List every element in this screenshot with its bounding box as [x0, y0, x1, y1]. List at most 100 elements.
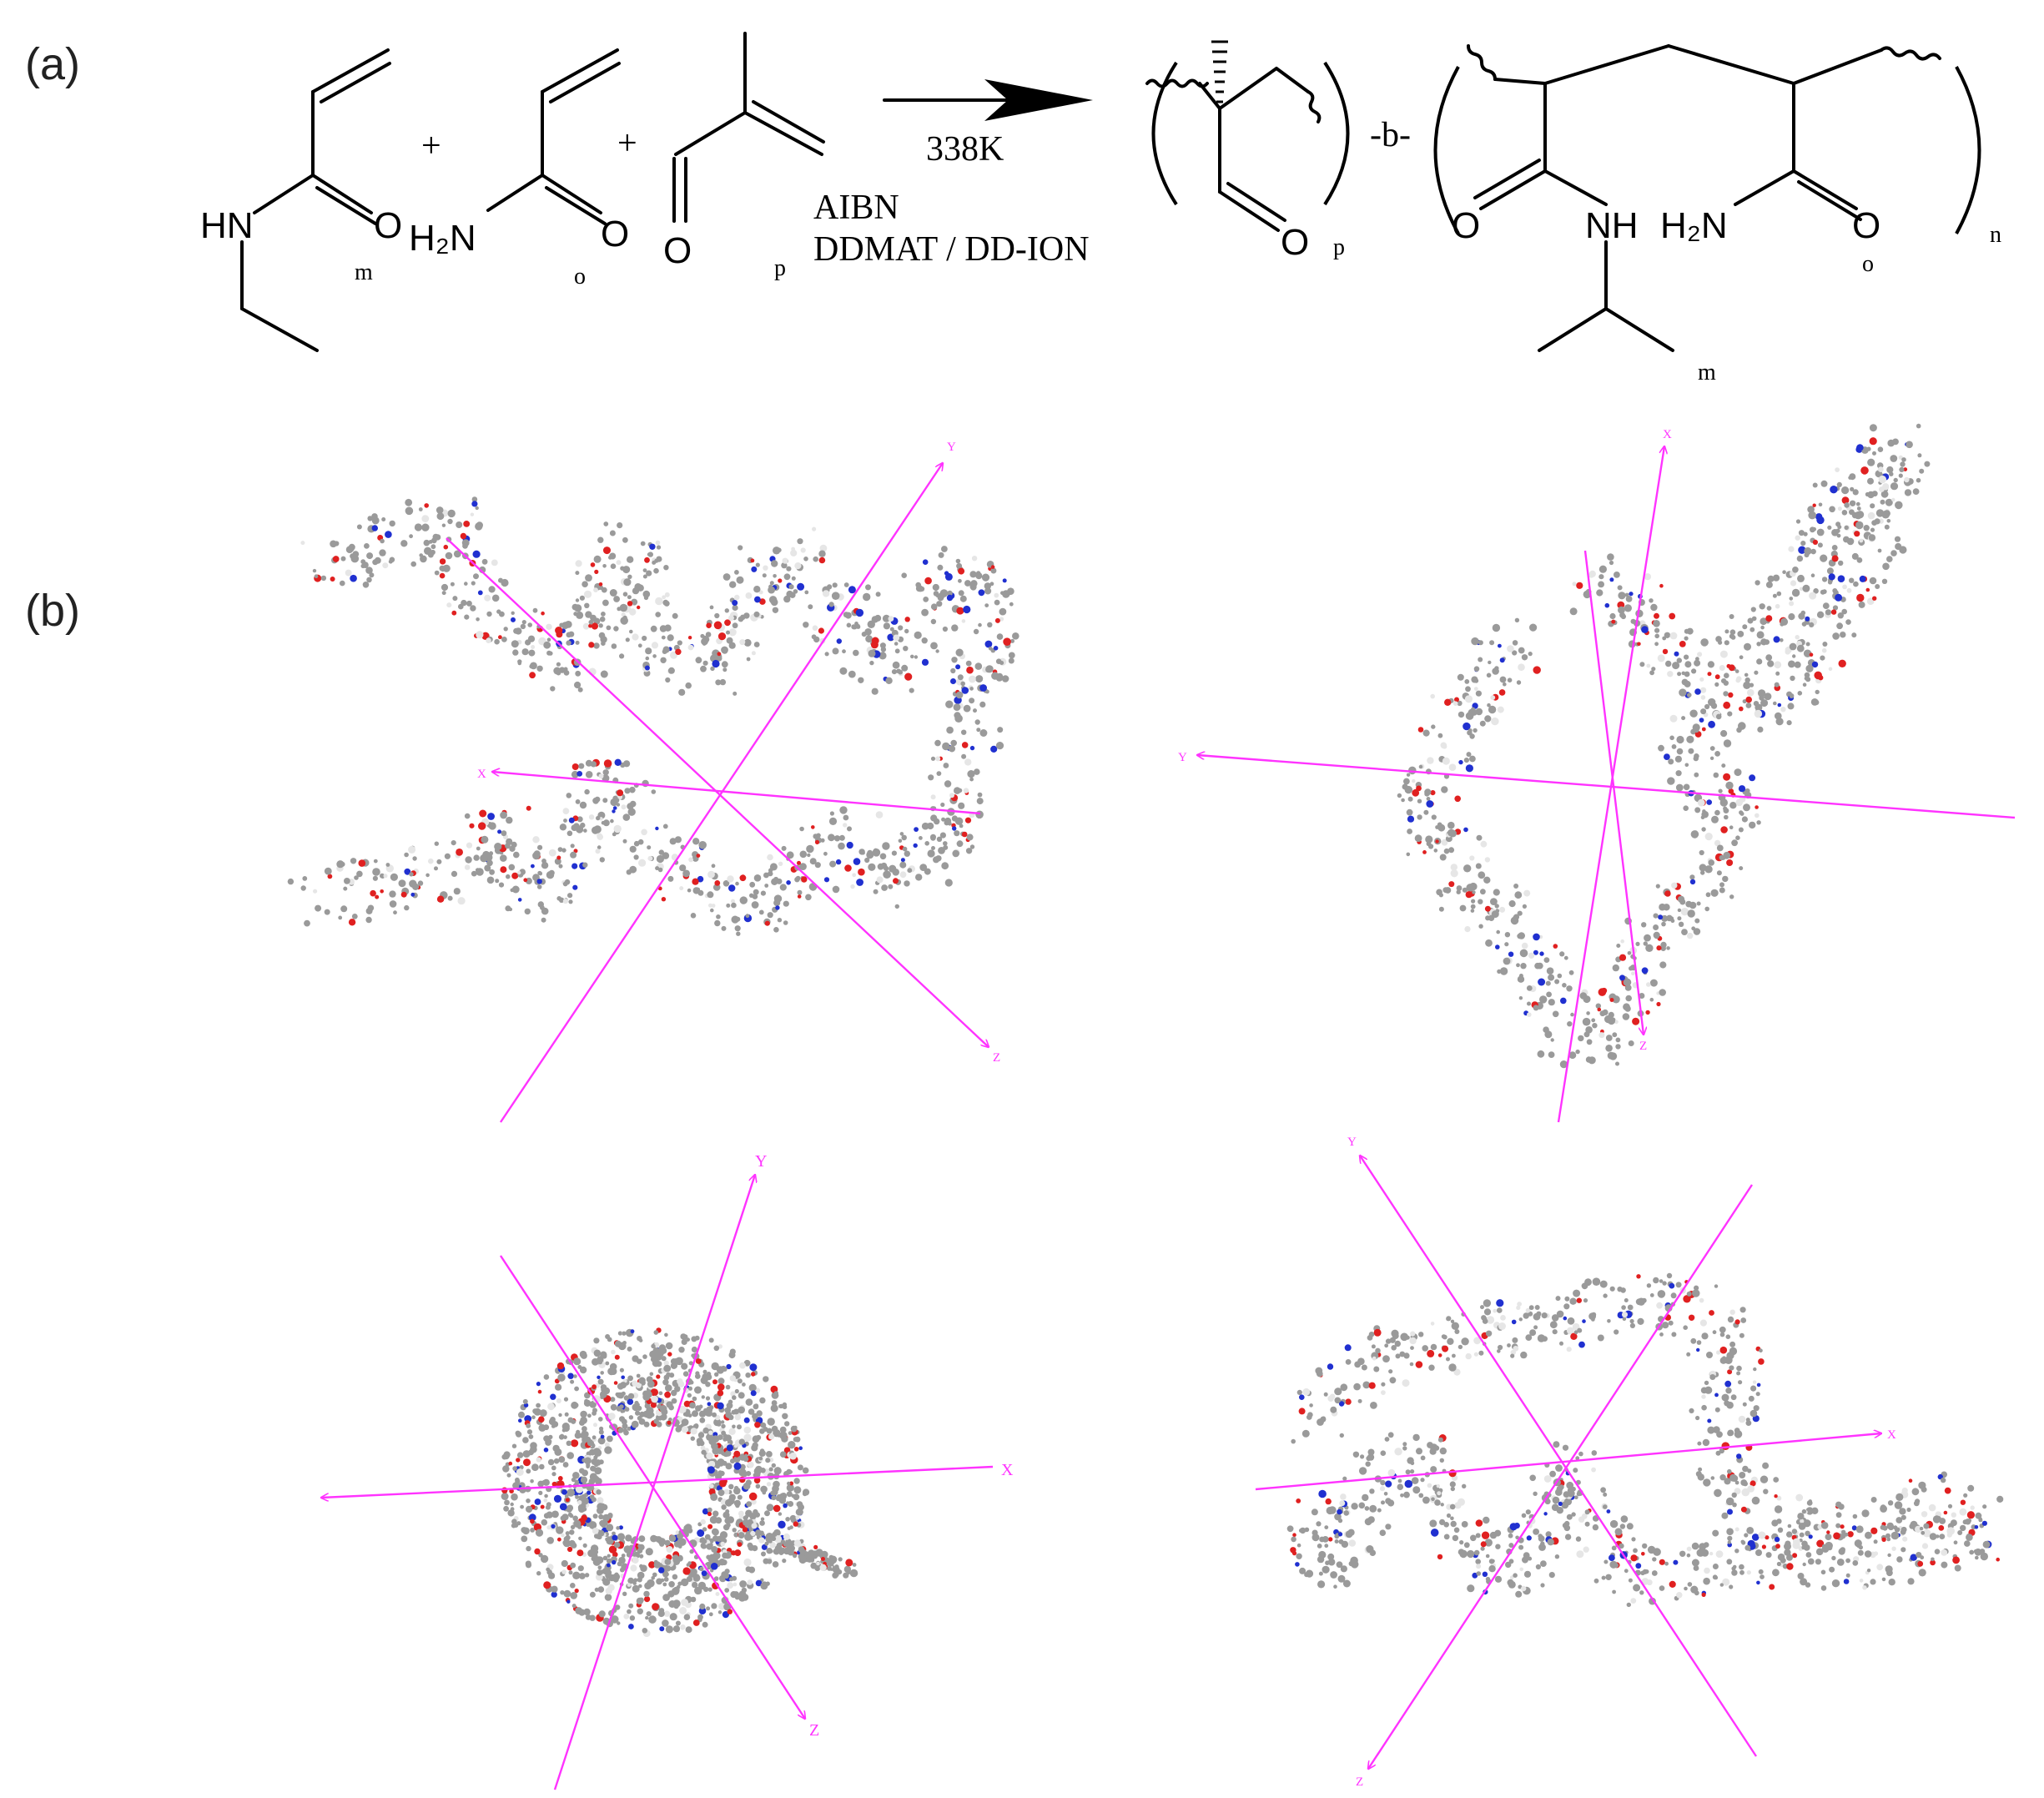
atom: [1334, 1397, 1342, 1404]
atom: [610, 1397, 616, 1403]
atom: [616, 1406, 622, 1412]
atom: [1353, 1382, 1361, 1391]
atom: [1326, 1506, 1334, 1515]
atom: [855, 608, 864, 617]
atom: [372, 875, 378, 881]
atom: [500, 811, 507, 819]
atom: [1825, 1534, 1832, 1541]
atom: [576, 816, 583, 823]
atom: [1862, 1585, 1867, 1590]
view-1-axis-z: [446, 537, 989, 1047]
atom: [705, 1396, 711, 1401]
atom: [1490, 695, 1496, 700]
atom: [1327, 1395, 1334, 1403]
atom: [636, 1597, 644, 1605]
atom: [1904, 476, 1910, 483]
atom: [1478, 640, 1483, 646]
atom: [584, 788, 590, 795]
atom: [564, 1412, 569, 1417]
atom: [1662, 648, 1669, 655]
atom: [320, 575, 327, 582]
atom: [984, 587, 992, 595]
atom: [1625, 596, 1633, 602]
atom: [590, 614, 597, 622]
atom: [700, 665, 707, 672]
atom: [733, 1582, 738, 1587]
atom: [767, 1559, 773, 1564]
atom: [1684, 628, 1689, 634]
atom: [1523, 1552, 1530, 1559]
atom: [567, 1512, 573, 1517]
atom: [904, 617, 910, 622]
atom: [746, 1501, 753, 1508]
atom: [799, 1549, 808, 1556]
atom: [694, 1386, 702, 1394]
atom: [1463, 1542, 1470, 1549]
atom: [628, 1603, 634, 1609]
atom: [1901, 457, 1906, 462]
atom: [1720, 855, 1726, 860]
atom: [1473, 728, 1478, 733]
atom: [1576, 1492, 1581, 1497]
atom: [1545, 980, 1551, 986]
atom: [1299, 1394, 1305, 1400]
atom: [469, 823, 475, 828]
atom: [627, 1375, 633, 1382]
atom: [868, 863, 876, 871]
atom: [1649, 670, 1654, 676]
atom: [314, 574, 319, 578]
atom: [464, 582, 468, 586]
product-block-2-sub-o: o: [1862, 251, 1874, 277]
atom: [526, 1545, 531, 1552]
atom: [1618, 592, 1626, 600]
atom: [751, 901, 759, 909]
atom: [1554, 1554, 1560, 1559]
atom: [726, 903, 731, 908]
atom: [681, 1418, 689, 1426]
atom: [1616, 944, 1621, 948]
atom: [568, 1539, 576, 1548]
atom: [681, 1338, 687, 1345]
atom: [1773, 636, 1780, 643]
atom: [727, 875, 734, 883]
atom: [688, 1386, 692, 1391]
atom: [690, 913, 697, 919]
atom: [734, 1594, 740, 1600]
atom: [1358, 1467, 1367, 1475]
atom: [650, 1402, 657, 1408]
atom: [1591, 1018, 1596, 1023]
atom: [1317, 1555, 1325, 1564]
atom: [944, 780, 952, 788]
atom: [1654, 633, 1659, 639]
atom: [1812, 526, 1817, 531]
atom: [581, 1497, 589, 1505]
atom: [1609, 560, 1614, 566]
atom: [356, 870, 363, 878]
atom: [945, 700, 954, 708]
atom: [1851, 552, 1859, 560]
atom: [1808, 1499, 1812, 1503]
atom: [389, 520, 395, 527]
atom: [1485, 939, 1493, 947]
atom: [1790, 580, 1797, 587]
atom: [547, 1458, 555, 1466]
atom: [1420, 1478, 1425, 1483]
atom: [1947, 1503, 1953, 1508]
atom: [708, 1488, 716, 1495]
atom: [561, 848, 566, 853]
atom: [779, 1426, 787, 1433]
atom: [1573, 1468, 1578, 1473]
atom: [1450, 1516, 1454, 1521]
atom: [838, 842, 845, 850]
monomer-3-structure: O p: [663, 32, 825, 281]
atom: [456, 521, 463, 528]
atom: [1615, 1037, 1621, 1043]
atom: [1480, 1546, 1485, 1551]
atom: [1475, 708, 1483, 716]
atom: [1609, 1519, 1619, 1529]
atom: [1437, 1554, 1443, 1560]
atom: [1525, 1334, 1533, 1341]
atom: [1699, 1297, 1704, 1303]
atom: [1406, 773, 1411, 777]
atom: [1746, 1527, 1755, 1534]
